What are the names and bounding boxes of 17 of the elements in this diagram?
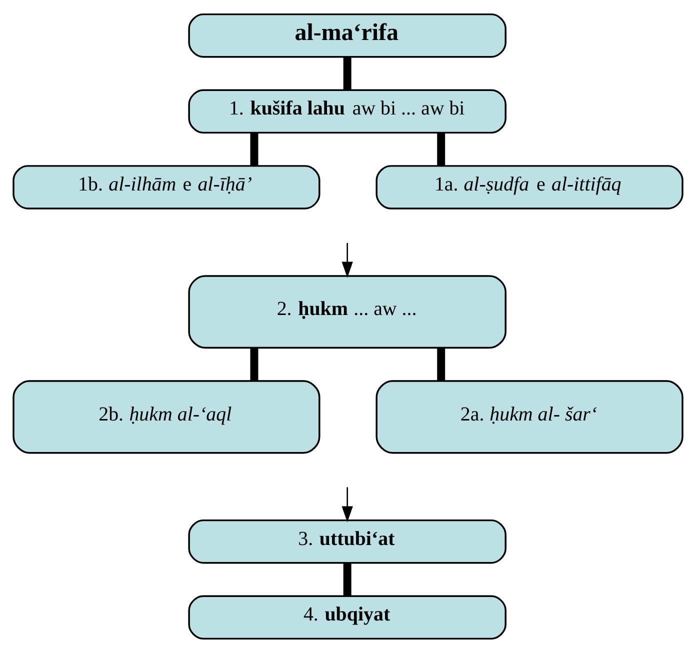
connector (343, 57, 352, 90)
node-box: 4. ubqiyat (188, 595, 506, 640)
node-box: al-ma‘rifa (188, 13, 506, 58)
arrow (342, 243, 353, 278)
node-box: 2a. ḥukm al- šar‘ (376, 380, 684, 454)
node-box: 1b. al-ilhām e al-īḥā’ (12, 165, 320, 210)
connector (437, 132, 446, 166)
node-box: 3. uttubi‘at (188, 519, 506, 564)
connector (250, 132, 258, 166)
connector (343, 563, 352, 596)
node-box: 1a. al-ṣudfa e al-ittifāq (376, 165, 684, 210)
node-box: 2. ḥukm ... aw ... (188, 275, 506, 349)
node-box: 2b. ḥukm al-‘aql (12, 380, 320, 454)
node-box: 1. kušifa lahu aw bi ... aw bi (188, 89, 506, 134)
connector (437, 348, 446, 381)
connector (250, 348, 258, 381)
arrow (342, 487, 353, 522)
